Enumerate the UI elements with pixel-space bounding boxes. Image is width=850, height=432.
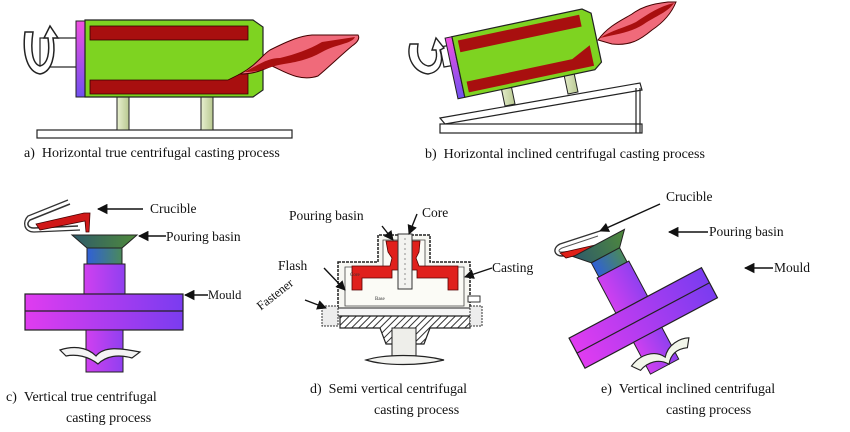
caption-text-line1: Vertical inclined centrifugal bbox=[618, 382, 776, 397]
label-casting-d: Casting bbox=[492, 260, 534, 275]
caption-c: c) Vertical true centrifugal bbox=[6, 389, 157, 406]
crucible bbox=[27, 203, 79, 229]
label-crucible-c: Crucible bbox=[150, 201, 197, 216]
label-mould-e: Mould bbox=[774, 260, 811, 275]
caption-c-line2: casting process bbox=[66, 411, 152, 426]
flash-pointer bbox=[323, 267, 346, 291]
caption-text-line1: Semi vertical centrifugal bbox=[328, 382, 468, 397]
caption-e: e) Vertical inclined centrifugal bbox=[601, 381, 775, 398]
basin-neck bbox=[86, 247, 123, 265]
support-leg bbox=[200, 96, 214, 131]
internal-label-base: Base bbox=[375, 297, 386, 302]
mould-body bbox=[451, 8, 603, 99]
caption-text: Horizontal true centrifugal casting proc… bbox=[41, 146, 280, 161]
internal-label-core: Core bbox=[350, 273, 361, 278]
label-crucible-e: Crucible bbox=[666, 189, 713, 204]
pouring-basin bbox=[70, 234, 139, 249]
rotation-arrow-icon bbox=[58, 346, 142, 365]
label-flash-d: Flash bbox=[278, 258, 308, 273]
casting-layer-top bbox=[457, 14, 582, 53]
core bbox=[397, 233, 413, 290]
caption-text: Horizontal inclined centrifugal casting … bbox=[443, 147, 705, 162]
caption-prefix: a) bbox=[24, 146, 35, 161]
rotation-arrow-icon bbox=[23, 24, 60, 75]
crucible bbox=[554, 230, 601, 257]
inclined-base bbox=[438, 82, 643, 125]
spindle bbox=[391, 327, 417, 359]
support-leg bbox=[116, 96, 130, 131]
label-mould-c: Mould bbox=[208, 288, 242, 302]
base-plate bbox=[327, 307, 477, 317]
casting-layer-top bbox=[89, 25, 249, 41]
fastener-pointer bbox=[304, 299, 327, 310]
mould-upper-hub bbox=[83, 263, 126, 295]
label-pouring-basin-d: Pouring basin bbox=[289, 208, 364, 223]
base-plate bbox=[439, 123, 643, 134]
caption-prefix: b) bbox=[425, 147, 437, 162]
crucible-pointer bbox=[599, 203, 661, 232]
rotation-arrow-icon bbox=[630, 337, 690, 372]
molten-metal-crucible bbox=[35, 212, 91, 233]
caption-d-line2: casting process bbox=[374, 403, 460, 418]
label-pouring-basin-c: Pouring basin bbox=[166, 229, 241, 244]
panel-b-horizontal-inclined bbox=[408, 1, 677, 134]
end-plate bbox=[75, 20, 86, 98]
base-plate bbox=[36, 129, 293, 139]
caption-e-line2: casting process bbox=[666, 403, 752, 418]
panel-a-horizontal-true bbox=[23, 19, 360, 139]
caption-prefix: d) bbox=[310, 382, 322, 397]
label-core-d: Core bbox=[422, 205, 449, 220]
casting-pointer bbox=[464, 267, 493, 279]
core-pointer bbox=[407, 213, 418, 235]
caption-text-line1: Vertical true centrifugal bbox=[23, 390, 157, 405]
caption-a: a) Horizontal true centrifugal casting p… bbox=[24, 145, 280, 162]
caption-prefix: e) bbox=[601, 382, 612, 397]
casting-layer-bottom bbox=[89, 69, 249, 95]
panel-e-vertical-inclined bbox=[554, 228, 719, 375]
molten-metal-core bbox=[600, 3, 674, 38]
caption-b: b) Horizontal inclined centrifugal casti… bbox=[425, 146, 705, 163]
label-pouring-basin-e: Pouring basin bbox=[709, 224, 784, 239]
mould-disc bbox=[24, 293, 184, 331]
panel-d-semi-vertical: Core Base bbox=[321, 233, 483, 366]
caption-prefix: c) bbox=[6, 390, 17, 405]
caption-d: d) Semi vertical centrifugal bbox=[310, 381, 467, 398]
rotation-arrow-icon bbox=[408, 36, 446, 75]
pouring-basin-pointer bbox=[381, 225, 394, 241]
casting-layer-bottom bbox=[466, 45, 595, 93]
molten-metal-core bbox=[245, 37, 355, 72]
rotation-arrow-icon bbox=[364, 354, 445, 366]
panel-c-vertical-true bbox=[23, 199, 184, 373]
